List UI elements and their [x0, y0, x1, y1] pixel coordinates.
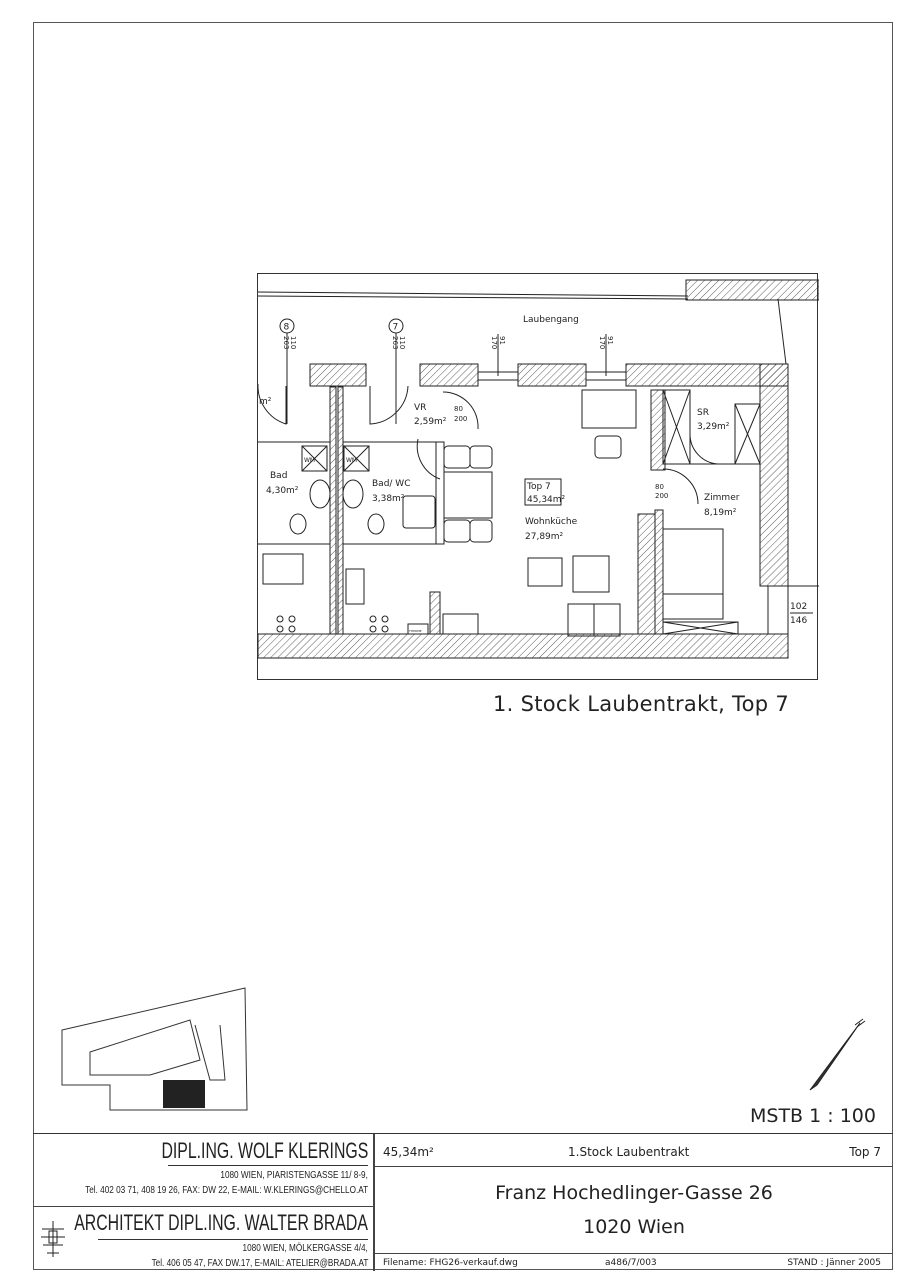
chamber-eagle-logo — [41, 1221, 65, 1257]
window-dim: 102 — [790, 602, 807, 612]
scale-label: MSTB 1 : 100 — [750, 1105, 876, 1127]
filename: Filename: FHG26-verkauf.dwg — [383, 1258, 518, 1268]
dim: 110 — [289, 336, 297, 349]
room-name: VR — [414, 403, 426, 413]
room-area: 2,59m² — [414, 417, 447, 427]
room-area: 27,89m² — [525, 532, 564, 542]
wall-hatch — [685, 279, 819, 301]
room-name: Wohnküche — [525, 517, 578, 527]
dim: 91 — [606, 336, 614, 345]
room-name: Bad/ WC — [372, 479, 410, 489]
drawing-code: a486/7/003 — [605, 1258, 657, 1268]
room-area: 3,29m² — [697, 422, 730, 432]
unit-area: 45,34m² — [527, 495, 566, 505]
drawing-border — [33, 22, 893, 1270]
room-name: Bad — [270, 471, 287, 481]
firm-address: 1080 WIEN, PIARISTENGASSE 11/ 8-9, — [220, 1170, 368, 1181]
floor-plan-drawing: Laubengang 8 7 110 263 110 263 91 170 91… — [258, 279, 819, 659]
dim: 110 — [398, 336, 406, 349]
grid-marker-8: 8 — [284, 323, 290, 333]
door-dim: 200 — [454, 415, 467, 423]
unit-location-marker — [163, 1080, 205, 1108]
door-dim: 80 — [454, 405, 463, 413]
drawing-date: STAND : Jänner 2005 — [787, 1258, 881, 1268]
firm-klerings: DIPL.ING. WOLF KLERINGS 1080 WIEN, PIARI… — [33, 1134, 368, 1206]
dim: 170 — [490, 336, 498, 349]
door-dim: 200 — [655, 492, 668, 500]
unit-label: Top 7 — [849, 1145, 881, 1159]
room-area: m² — [259, 397, 272, 407]
room-area: 4,30m² — [266, 486, 299, 496]
dim: 170 — [598, 336, 606, 349]
street-address: Franz Hochedlinger-Gasse 26 — [495, 1182, 773, 1204]
dim: 91 — [498, 336, 506, 345]
corridor-label: Laubengang — [523, 315, 579, 325]
room-area: 8,19m² — [704, 508, 737, 518]
firm-contact: Tel. 406 05 47, FAX DW.17, E-MAIL: ATELI… — [151, 1258, 368, 1269]
wm-label: WM — [304, 457, 315, 464]
firm-name: DIPL.ING. WOLF KLERINGS — [161, 1138, 368, 1163]
window-dim: 146 — [790, 616, 807, 626]
floor-plan: Laubengang 8 7 110 263 110 263 91 170 91… — [257, 273, 819, 680]
therme-label: THERME — [408, 629, 422, 633]
north-arrow-icon — [809, 1018, 866, 1091]
wm-label: WM — [346, 457, 357, 464]
city: 1020 Wien — [583, 1216, 685, 1238]
dim: 263 — [391, 336, 399, 349]
firm-name: ARCHITEKT DIPL.ING. WALTER BRADA — [74, 1210, 368, 1235]
room-name: Zimmer — [704, 493, 740, 503]
site-plan-thumbnail — [61, 987, 248, 1111]
plan-title: 1. Stock Laubentrakt, Top 7 — [493, 692, 789, 716]
door-dim: 80 — [655, 483, 664, 491]
firm-address: 1080 WIEN, MÖLKERGASSE 4/4, — [242, 1243, 368, 1254]
firm-contact: Tel. 402 03 71, 408 19 26, FAX: DW 22, E… — [84, 1185, 368, 1196]
title-block: DIPL.ING. WOLF KLERINGS 1080 WIEN, PIARI… — [33, 1133, 893, 1271]
unit-area: 45,34m² — [383, 1145, 434, 1159]
grid-marker-7: 7 — [393, 323, 399, 333]
unit-name: Top 7 — [526, 482, 551, 492]
dim: 263 — [282, 336, 290, 349]
room-name: SR — [697, 408, 709, 418]
floor-label: 1.Stock Laubentrakt — [568, 1145, 690, 1159]
room-area: 3,38m² — [372, 494, 405, 504]
firm-brada: ARCHITEKT DIPL.ING. WALTER BRADA 1080 WI… — [33, 1208, 368, 1271]
